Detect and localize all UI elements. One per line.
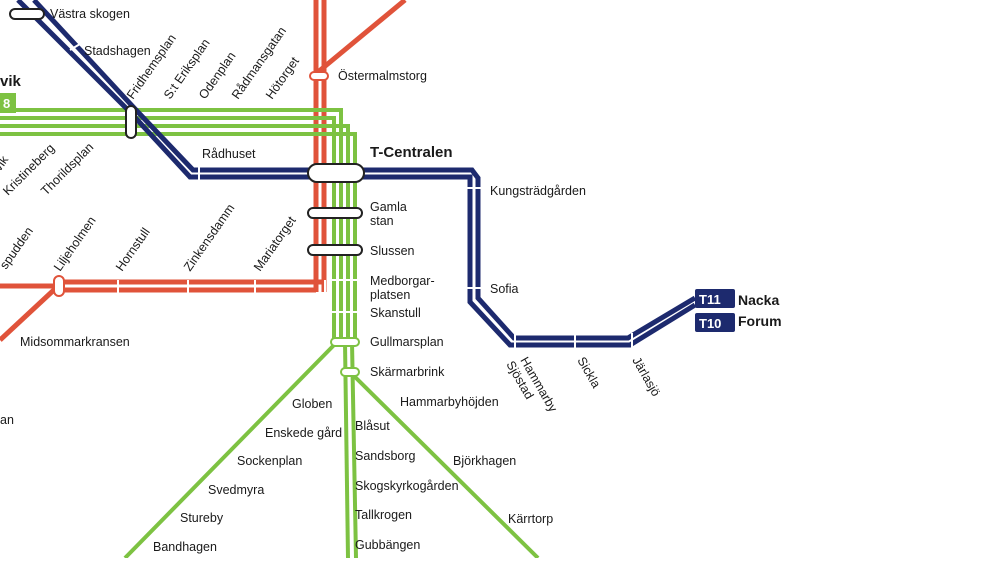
green-line-badge-label: 8 — [3, 96, 10, 111]
station-zinkensdamm: Zinkensdamm — [181, 201, 237, 273]
station-karrtorp: Kärrtorp — [508, 512, 553, 526]
station-ticks — [69, 43, 633, 409]
green-line-track-4 — [0, 132, 357, 342]
station-liljeholmen: Liljeholmen — [51, 214, 99, 274]
destination-line1: Nacka — [738, 292, 779, 308]
station-slussen: Slussen — [370, 244, 415, 258]
green-line-south — [343, 341, 350, 559]
station-hammarbyhojden: Hammarbyhöjden — [400, 395, 499, 409]
blue-line-track-1 — [16, 0, 697, 348]
station-partial-vik-2: vik — [0, 153, 12, 174]
station-sockenplan: Sockenplan — [237, 454, 302, 468]
blue-line-track-2 — [32, 0, 697, 341]
station-ostermalmstorg: Östermalmstorg — [338, 69, 427, 83]
t10-badge — [695, 313, 735, 332]
station-mariatorget: Mariatorget — [251, 213, 299, 273]
station-blasut: Blåsut — [355, 419, 390, 433]
interchanges — [9, 8, 365, 377]
station-stureby: Stureby — [180, 511, 224, 525]
station-sofia: Sofia — [490, 282, 519, 296]
station-radhuset: Rådhuset — [202, 147, 256, 161]
interchange-t-centralen — [307, 163, 365, 183]
station-medborgarplatsen-line1: Medborgar- — [370, 274, 435, 288]
green-line-southwest-1 — [123, 340, 339, 560]
station-tallkrogen: Tallkrogen — [355, 508, 412, 522]
station-vastra-skogen: Västra skogen — [50, 7, 130, 21]
station-bandhagen: Bandhagen — [153, 540, 217, 554]
station-partial-spudden: spudden — [0, 224, 36, 271]
station-t-centralen: T-Centralen — [370, 144, 453, 161]
station-medborgarplatsen-line2: platsen — [370, 288, 410, 302]
station-enskede-gard: Enskede gård — [265, 426, 342, 440]
destination-line2: Forum — [738, 313, 782, 329]
station-skarmarbrink: Skärmarbrink — [370, 365, 445, 379]
green-line-badge — [0, 93, 16, 113]
green-line-track-3 — [0, 124, 350, 342]
green-line-south-2 — [350, 341, 358, 559]
green-line — [0, 108, 540, 560]
station-kungstradgarden: Kungsträdgården — [490, 184, 586, 198]
station-midsommarkransen: Midsommarkransen — [20, 335, 130, 349]
interchange-liljeholmen — [53, 275, 65, 297]
green-line-southeast — [348, 370, 540, 560]
t11-badge-label: T11 — [699, 292, 721, 307]
station-gamla-stan-line2: stan — [370, 214, 394, 228]
interchange-skarmarbrink — [340, 367, 360, 377]
station-jarlasjo: Järlasjö — [629, 355, 663, 399]
station-bjorkhagen: Björkhagen — [453, 454, 516, 468]
interchange-vastra-skogen — [9, 8, 45, 20]
station-gamla-stan-line1: Gamla — [370, 200, 407, 214]
green-line-track-1 — [0, 108, 343, 342]
interchange-fridhemsplan — [125, 105, 137, 139]
t11-badge — [695, 289, 735, 308]
station-sickla: Sickla — [574, 355, 603, 391]
station-stadshagen: Stadshagen — [84, 44, 151, 58]
station-globen: Globen — [292, 397, 332, 411]
station-skanstull: Skanstull — [370, 306, 421, 320]
station-skogskyrkogarden: Skogskyrkogården — [355, 479, 459, 493]
station-gubbangen: Gubbängen — [355, 538, 420, 552]
t10-badge-label: T10 — [699, 316, 721, 331]
station-partial-an: an — [0, 413, 14, 427]
blue-line — [16, 0, 697, 348]
interchange-slussen — [307, 244, 363, 256]
station-svedmyra: Svedmyra — [208, 483, 264, 497]
station-hotorget: Hötorget — [263, 54, 302, 102]
interchange-gullmarsplan — [330, 337, 360, 347]
red-line-southwest-branch — [0, 286, 58, 342]
station-gullmarsplan: Gullmarsplan — [370, 335, 444, 349]
station-hornstull: Hornstull — [113, 225, 153, 273]
green-line-track-2 — [0, 116, 336, 342]
station-sandsborg: Sandsborg — [355, 449, 416, 463]
station-partial-vik: vik — [0, 73, 22, 90]
interchange-ostermalmstorg — [309, 71, 329, 81]
interchange-gamla-stan — [307, 207, 363, 219]
red-line-north-branch — [316, 0, 407, 74]
